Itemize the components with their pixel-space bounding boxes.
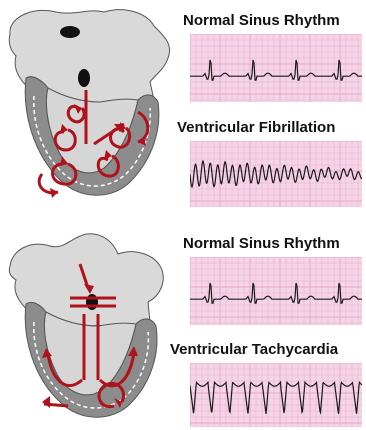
ecg-strip-ventricular-tachycardia-svg <box>190 363 362 427</box>
ecg-paper <box>190 257 362 325</box>
atrioventricular-node <box>86 294 98 310</box>
rhythm-label-ventricular-fibrillation: Ventricular Fibrillation <box>177 120 335 135</box>
rhythm-label-normal-sinus-2: Normal Sinus Rhythm <box>183 236 340 251</box>
ecg-strip-normal-sinus-1-svg <box>190 34 362 102</box>
ecg-strip-ventricular-fibrillation-svg <box>190 141 362 207</box>
rhythm-label-ventricular-tachycardia: Ventricular Tachycardia <box>170 342 338 357</box>
atrioventricular-node <box>78 69 90 87</box>
ecg-paper <box>190 34 362 102</box>
ecg-strip-ventricular-fibrillation <box>190 141 362 207</box>
ecg-strip-normal-sinus-2 <box>190 257 362 325</box>
heart-diagram-fibrillation <box>4 4 180 208</box>
ecg-strip-normal-sinus-2-svg <box>190 257 362 325</box>
heart-diagram-tachycardia <box>4 230 180 430</box>
rhythm-label-normal-sinus-1: Normal Sinus Rhythm <box>183 13 340 28</box>
ecg-strip-normal-sinus-1 <box>190 34 362 102</box>
ecg-strip-ventricular-tachycardia <box>190 363 362 427</box>
sinoatrial-node <box>60 26 80 38</box>
